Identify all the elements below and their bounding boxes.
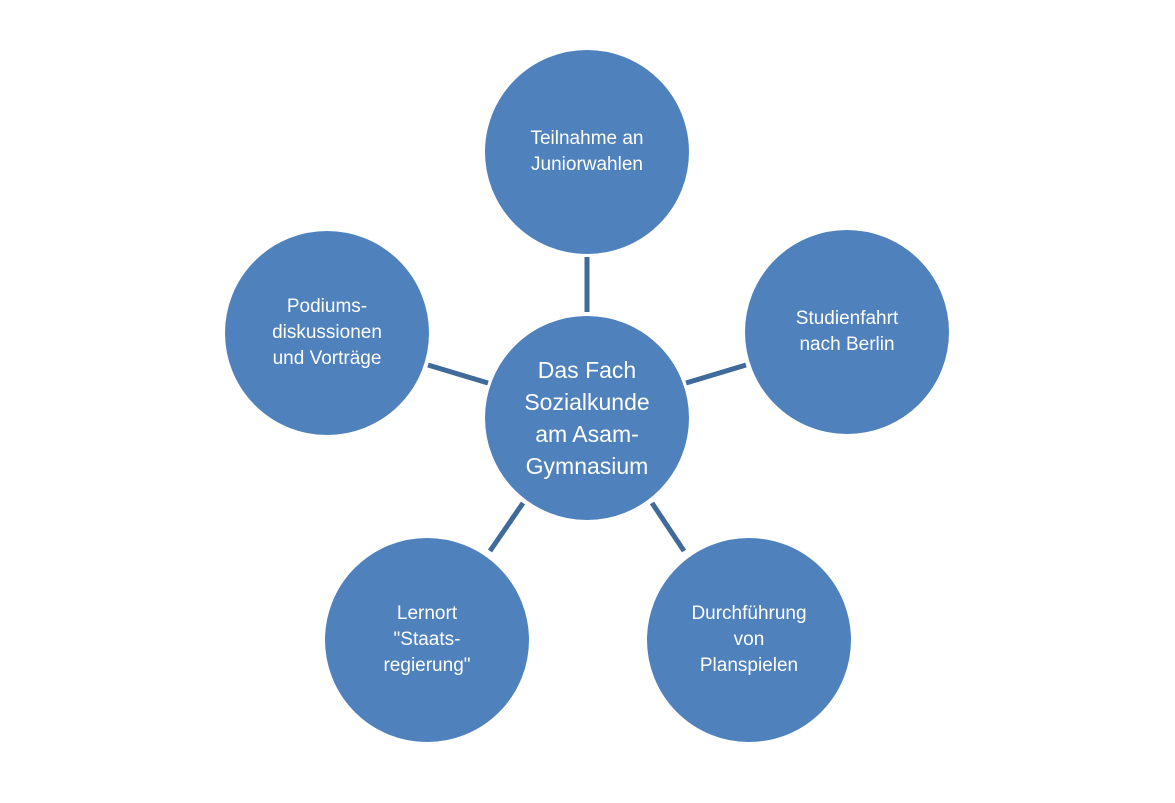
node-lernort: Lernort "Staats- regierung" [322, 535, 532, 745]
node-podiumsdiskussionen: Podiums- diskussionen und Vorträge [222, 228, 432, 438]
center-node: Das Fach Sozialkunde am Asam- Gymnasium [482, 313, 692, 523]
connector-left [427, 362, 489, 386]
center-label: Das Fach Sozialkunde am Asam- Gymnasium [524, 357, 650, 479]
node-label: Teilnahme an Juniorwahlen [530, 128, 644, 175]
node-planspiele: Durchführung von Planspielen [644, 535, 854, 745]
connector-right [685, 362, 747, 386]
node-label: Lernort "Staats- regierung" [383, 603, 471, 676]
connector-bottom-right [649, 501, 687, 553]
node-studienfahrt: Studienfahrt nach Berlin [742, 227, 952, 437]
node-label: Durchführung von Planspielen [691, 603, 807, 676]
node-label: Podiums- diskussionen und Vorträge [272, 296, 382, 369]
connector-bottom-left [487, 501, 526, 553]
node-juniorwahlen: Teilnahme an Juniorwahlen [482, 47, 692, 257]
node-label: Studienfahrt nach Berlin [795, 308, 899, 355]
